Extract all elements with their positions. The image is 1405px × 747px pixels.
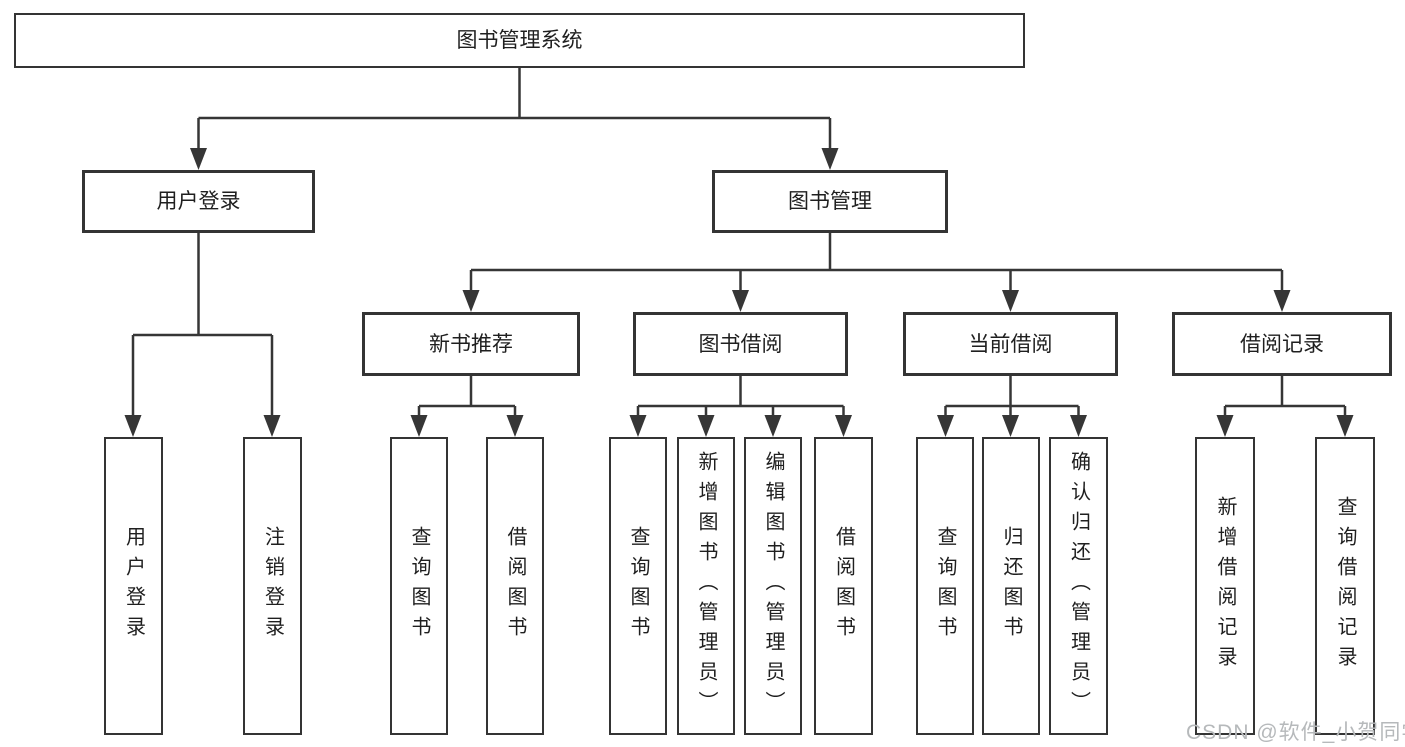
leaf-logout: 注销登录 xyxy=(243,437,302,735)
leaf-return-book: 归还图书 xyxy=(982,437,1040,735)
leaf-borrow-query-book: 查询图书 xyxy=(609,437,667,735)
leaf-add-borrow-record: 新增借阅记录 xyxy=(1195,437,1255,735)
node-book-borrow: 图书借阅 xyxy=(633,312,848,376)
node-root: 图书管理系统 xyxy=(14,13,1025,68)
leaf-edit-book-admin: 编辑图书（管理员） xyxy=(744,437,802,735)
leaf-recommend-query-book: 查询图书 xyxy=(390,437,448,735)
leaf-current-query-book: 查询图书 xyxy=(916,437,974,735)
leaf-user-login: 用户登录 xyxy=(104,437,163,735)
leaf-query-borrow-record: 查询借阅记录 xyxy=(1315,437,1375,735)
csdn-watermark: CSDN @软件_小贺同学 xyxy=(1186,721,1405,744)
leaf-borrow-book: 借阅图书 xyxy=(814,437,873,735)
arrowheads xyxy=(124,148,1354,437)
node-book-management: 图书管理 xyxy=(712,170,948,233)
node-user-login: 用户登录 xyxy=(82,170,315,233)
node-new-book-recommend: 新书推荐 xyxy=(362,312,580,376)
leaf-recommend-borrow-book: 借阅图书 xyxy=(486,437,544,735)
leaf-confirm-return-admin: 确认归还（管理员） xyxy=(1049,437,1108,735)
leaf-add-book-admin: 新增图书（管理员） xyxy=(677,437,735,735)
node-borrow-records: 借阅记录 xyxy=(1172,312,1392,376)
node-current-borrow: 当前借阅 xyxy=(903,312,1118,376)
